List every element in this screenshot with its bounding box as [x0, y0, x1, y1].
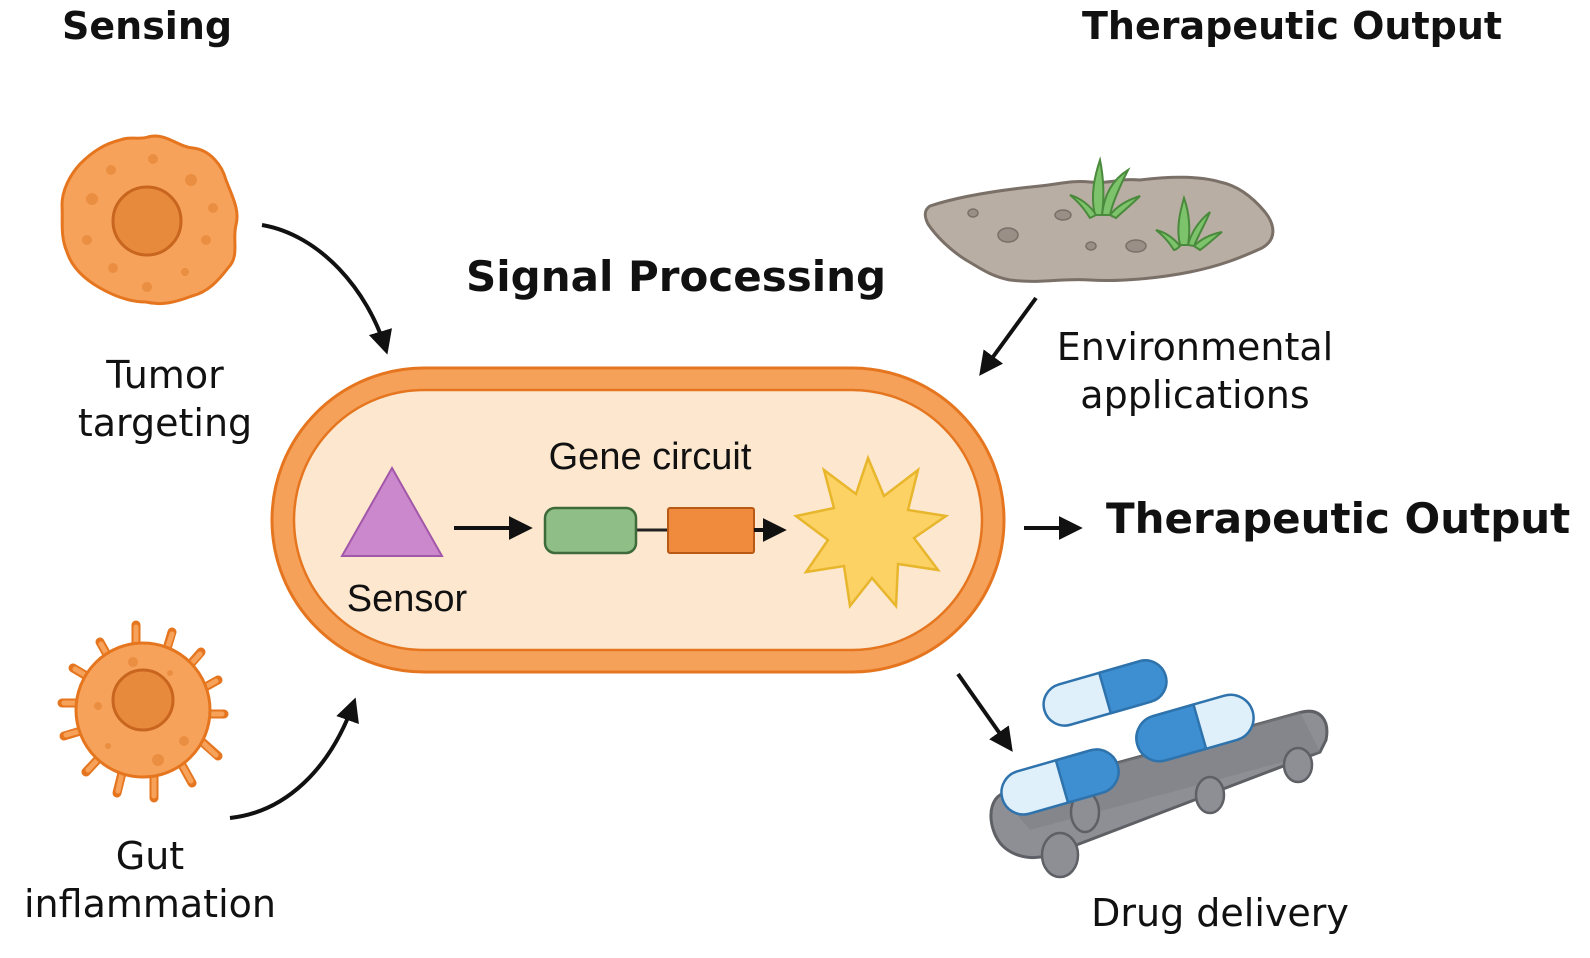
- drug-delivery-label: Drug delivery: [1091, 891, 1349, 935]
- sensor-label: Sensor: [346, 578, 468, 620]
- signal-processing-heading: Signal Processing: [466, 252, 887, 301]
- sensing-heading: Sensing: [62, 4, 233, 48]
- immune-cell-icon: [57, 620, 229, 803]
- environmental-arrow: [979, 296, 1038, 376]
- drug-delivery-arrow: [956, 672, 1013, 752]
- bacterial-cell: [270, 366, 1006, 674]
- orange-gene-block: [667, 507, 755, 554]
- therapeutic-output-heading: Therapeutic Output: [1082, 4, 1503, 48]
- soil-plant-icon: [923, 156, 1275, 283]
- gut-label-line2: inflammation: [24, 881, 276, 926]
- tumor-targeting-label: Tumor targeting: [60, 352, 270, 447]
- environmental-applications-label: Environmental applications: [1040, 324, 1350, 419]
- therapeutic-output-label: Therapeutic Output: [1106, 494, 1571, 543]
- tumor-cell-icon: [60, 134, 239, 306]
- environmental-line1: Environmental: [1056, 325, 1334, 369]
- green-gene-block: [543, 506, 638, 555]
- gut-inflammation-label: Gut inflammation: [0, 833, 300, 928]
- output-starburst-icon: [793, 454, 950, 610]
- gene-circuit-label: Gene circuit: [548, 436, 752, 478]
- sensor-triangle-icon: [340, 465, 444, 557]
- tumor-label-line1: Tumor: [106, 353, 224, 397]
- gut-label-line1: Gut: [115, 834, 185, 878]
- tumor-label-line2: targeting: [77, 400, 253, 445]
- gut-to-cell-arrow: [229, 697, 359, 820]
- environmental-line2: applications: [1080, 372, 1310, 417]
- tumor-to-cell-arrow: [261, 223, 392, 355]
- pill-conveyor-icon: [989, 659, 1329, 879]
